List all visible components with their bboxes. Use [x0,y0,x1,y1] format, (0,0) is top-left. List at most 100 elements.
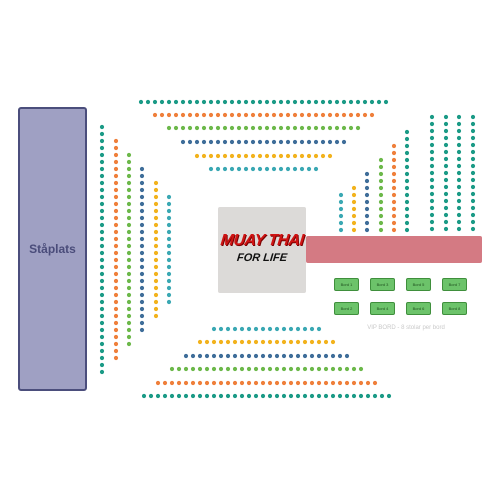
seat[interactable] [187,125,193,131]
seat[interactable] [443,226,449,232]
seat[interactable] [267,339,273,345]
seat[interactable] [162,393,168,399]
seat[interactable] [194,153,200,159]
seat[interactable] [306,112,312,118]
seat[interactable] [456,205,462,211]
seat[interactable] [260,326,266,332]
seat[interactable] [99,145,105,151]
seat[interactable] [338,206,344,212]
seat[interactable] [253,393,259,399]
seat[interactable] [292,112,298,118]
seat[interactable] [236,99,242,105]
seat[interactable] [166,215,172,221]
seat[interactable] [391,213,397,219]
seat[interactable] [378,171,384,177]
seat[interactable] [429,170,435,176]
seat[interactable] [153,271,159,277]
seat[interactable] [243,112,249,118]
seat[interactable] [113,278,119,284]
seat[interactable] [302,326,308,332]
seat[interactable] [257,153,263,159]
seat[interactable] [316,380,322,386]
seat[interactable] [391,185,397,191]
seat[interactable] [139,327,145,333]
seat[interactable] [126,334,132,340]
seat[interactable] [153,285,159,291]
seat[interactable] [194,139,200,145]
seat[interactable] [443,177,449,183]
seat[interactable] [246,353,252,359]
seat[interactable] [271,139,277,145]
seat[interactable] [166,201,172,207]
seat[interactable] [404,227,410,233]
seat[interactable] [337,393,343,399]
seat[interactable] [113,327,119,333]
seat[interactable] [260,380,266,386]
seat[interactable] [341,99,347,105]
seat[interactable] [99,229,105,235]
seat[interactable] [364,206,370,212]
seat[interactable] [404,220,410,226]
seat[interactable] [351,213,357,219]
seat[interactable] [302,339,308,345]
seat[interactable] [113,271,119,277]
seat[interactable] [376,99,382,105]
seat[interactable] [285,125,291,131]
seat[interactable] [470,149,476,155]
seat[interactable] [246,380,252,386]
seat[interactable] [456,226,462,232]
vip-table[interactable]: Bord 6 [406,302,431,315]
seat[interactable] [99,180,105,186]
seat[interactable] [316,326,322,332]
seat[interactable] [330,380,336,386]
seat[interactable] [176,366,182,372]
seat[interactable] [183,366,189,372]
seat[interactable] [232,339,238,345]
seat[interactable] [139,257,145,263]
seat[interactable] [443,128,449,134]
seat[interactable] [456,163,462,169]
vip-table[interactable]: Bord 8 [442,302,467,315]
seat[interactable] [364,199,370,205]
seat[interactable] [153,222,159,228]
seat[interactable] [153,243,159,249]
seat[interactable] [126,327,132,333]
seat[interactable] [299,166,305,172]
seat[interactable] [166,236,172,242]
seat[interactable] [99,292,105,298]
seat[interactable] [215,125,221,131]
seat[interactable] [99,243,105,249]
seat[interactable] [190,393,196,399]
seat[interactable] [443,149,449,155]
seat[interactable] [139,236,145,242]
vip-table[interactable]: Bord 2 [334,302,359,315]
seat[interactable] [166,278,172,284]
seat[interactable] [288,380,294,386]
seat[interactable] [113,152,119,158]
seat[interactable] [362,112,368,118]
seat[interactable] [288,339,294,345]
seat[interactable] [225,353,231,359]
seat[interactable] [378,206,384,212]
seat[interactable] [456,114,462,120]
seat[interactable] [320,99,326,105]
seat[interactable] [278,125,284,131]
seat[interactable] [341,125,347,131]
seat[interactable] [169,366,175,372]
seat[interactable] [113,208,119,214]
seat[interactable] [139,187,145,193]
seat[interactable] [443,170,449,176]
seat[interactable] [267,393,273,399]
seat[interactable] [271,125,277,131]
seat[interactable] [239,339,245,345]
seat[interactable] [153,313,159,319]
seat[interactable] [126,285,132,291]
seat[interactable] [113,299,119,305]
seat[interactable] [429,149,435,155]
seat[interactable] [364,220,370,226]
seat[interactable] [139,222,145,228]
seat[interactable] [274,326,280,332]
seat[interactable] [260,353,266,359]
seat[interactable] [99,194,105,200]
seat[interactable] [470,226,476,232]
